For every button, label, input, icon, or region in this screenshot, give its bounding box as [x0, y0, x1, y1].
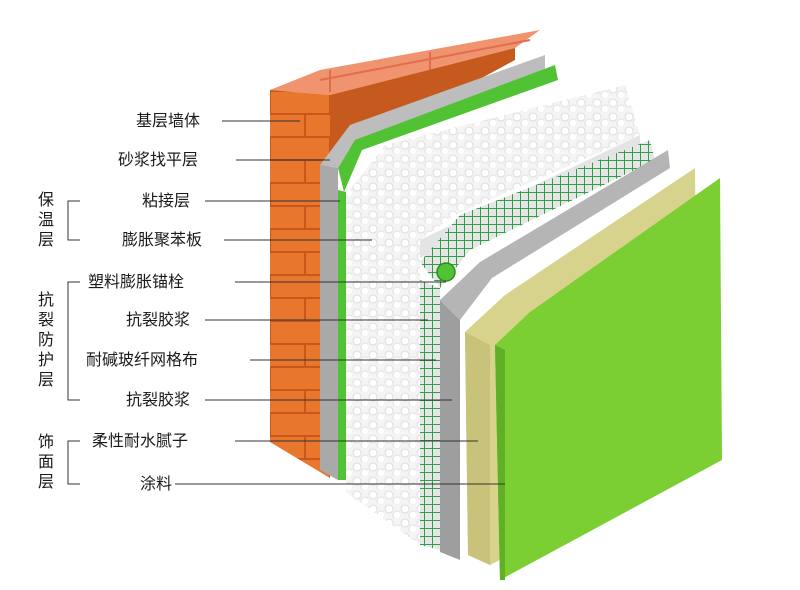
bonding-top	[338, 65, 558, 192]
eps-front	[346, 195, 420, 545]
mesh-front	[420, 280, 440, 550]
group-finish: 饰面层	[37, 432, 54, 491]
label-putty: 柔性耐水腻子	[92, 431, 189, 450]
bonding-front	[338, 190, 346, 480]
brick-top	[270, 30, 540, 95]
bracket-finish	[67, 440, 80, 485]
label-base-wall: 基层墙体	[136, 111, 201, 130]
bracket-insulation	[67, 200, 80, 241]
brick-front	[270, 90, 330, 478]
bonding-layer	[338, 65, 558, 480]
anti-crack-front	[440, 300, 460, 560]
bracket-anti-crack	[67, 281, 80, 401]
eps-top	[346, 85, 640, 240]
label-bonding: 粘接层	[142, 191, 191, 210]
mesh-layer	[420, 140, 655, 550]
label-mortar-leveling: 砂浆找平层	[118, 150, 199, 169]
anti-crack-top	[440, 150, 670, 320]
label-anti-crack-mortar-2: 抗裂胶浆	[126, 390, 191, 409]
coating-panel	[495, 178, 722, 580]
label-alkali-mesh: 耐碱玻纤网格布	[86, 350, 199, 369]
group-insulation: 保温层	[37, 190, 54, 249]
label-anti-crack-mortar-1: 抗裂胶浆	[126, 310, 191, 329]
label-eps-board: 膨胀聚苯板	[122, 230, 203, 249]
label-coating: 涂料	[140, 474, 173, 493]
mortar-front	[320, 165, 338, 480]
group-anti-crack-protection: 抗裂防护层	[37, 290, 54, 389]
coating-layer	[495, 178, 722, 580]
mesh-top	[420, 140, 655, 288]
label-plastic-anchor: 塑料膨胀锚栓	[88, 272, 185, 291]
anti-crack-layer	[440, 150, 670, 560]
leader-lines	[67, 120, 505, 485]
anchor-head	[436, 262, 456, 282]
